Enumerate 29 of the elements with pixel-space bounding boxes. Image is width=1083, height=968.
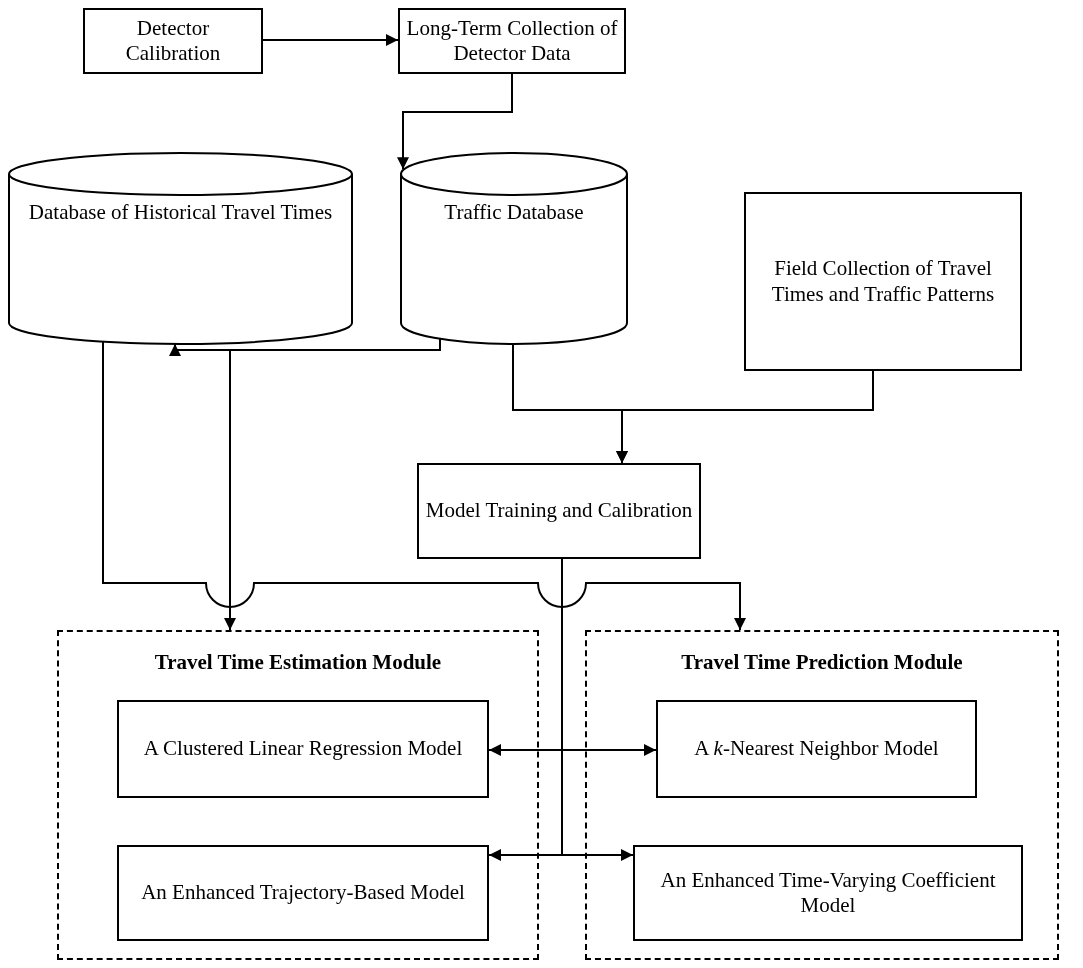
arrow: [102, 340, 746, 631]
database-cylinder: [8, 152, 353, 345]
module-heading: Travel Time Prediction Module: [680, 650, 964, 676]
node-label: Model Training and Calibration: [424, 498, 694, 524]
arrow: [262, 34, 399, 46]
node-label: Field Collection of Travel Times and Traffic Patterns: [770, 256, 996, 307]
node-label: Traffic Database: [443, 200, 585, 226]
model-box: [117, 845, 489, 941]
process-box: [417, 463, 701, 559]
node-label: A k-Nearest Neighbor Model: [693, 736, 940, 762]
module-group: [57, 630, 539, 960]
arrow: [561, 558, 634, 861]
arrow: [397, 73, 513, 171]
node-label: Database of Historical Travel Times: [27, 200, 334, 226]
process-box: [83, 8, 263, 74]
module-group: [585, 630, 1059, 960]
node-label: An Enhanced Trajectory-Based Model: [140, 880, 466, 906]
model-box: [656, 700, 977, 798]
module-heading: Travel Time Estimation Module: [153, 650, 443, 676]
node-label: An Enhanced Time-Varying Coefficient Model: [659, 867, 997, 919]
node-label: A Clustered Linear Regression Model: [142, 736, 464, 762]
database-cylinder: [400, 152, 628, 345]
arrow: [616, 370, 874, 464]
node-label: Detector Calibration: [124, 15, 222, 67]
model-box: [633, 845, 1023, 941]
model-box: [117, 700, 489, 798]
process-box: [744, 192, 1022, 371]
node-label: Long-Term Collection of Detector Data: [405, 15, 619, 67]
process-box: [398, 8, 626, 74]
